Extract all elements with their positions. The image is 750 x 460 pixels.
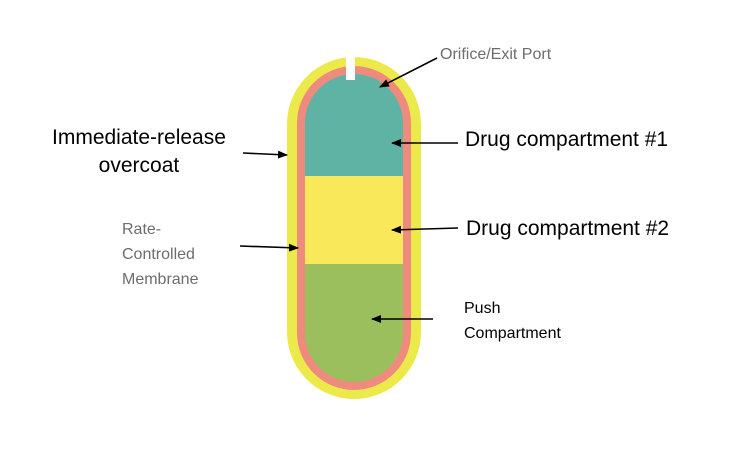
push-label-line2: Compartment: [464, 325, 561, 342]
drug-compartment-1-label: Drug compartment #1: [465, 128, 669, 151]
overcoat-arrow: [242, 150, 288, 159]
membrane-label-line3: Membrane: [122, 271, 199, 288]
push-compartment-label: Push Compartment: [464, 296, 561, 346]
orifice-arrow: [379, 57, 438, 88]
drug-compartment-2: [305, 176, 403, 264]
overcoat-label-line2: overcoat: [98, 154, 180, 177]
orifice-exit-port: [346, 54, 355, 80]
membrane-arrow: [239, 243, 299, 252]
overcoat-label: Immediate-release overcoat: [52, 124, 226, 180]
drug-compartment-1: [305, 74, 403, 176]
drug-compartment-2-label: Drug compartment #2: [466, 217, 670, 240]
membrane-label-line1: Rate-: [122, 221, 162, 238]
orifice-label: Orifice/Exit Port: [440, 46, 552, 63]
push-label-line1: Push: [464, 300, 501, 317]
tablet-core: [305, 74, 403, 382]
membrane-label: Rate- Controlled Membrane: [122, 217, 198, 292]
overcoat-label-line1: Immediate-release: [52, 126, 226, 149]
push-compartment: [305, 264, 403, 382]
membrane-label-line2: Controlled: [122, 246, 195, 263]
drug2-arrow: [391, 225, 459, 234]
